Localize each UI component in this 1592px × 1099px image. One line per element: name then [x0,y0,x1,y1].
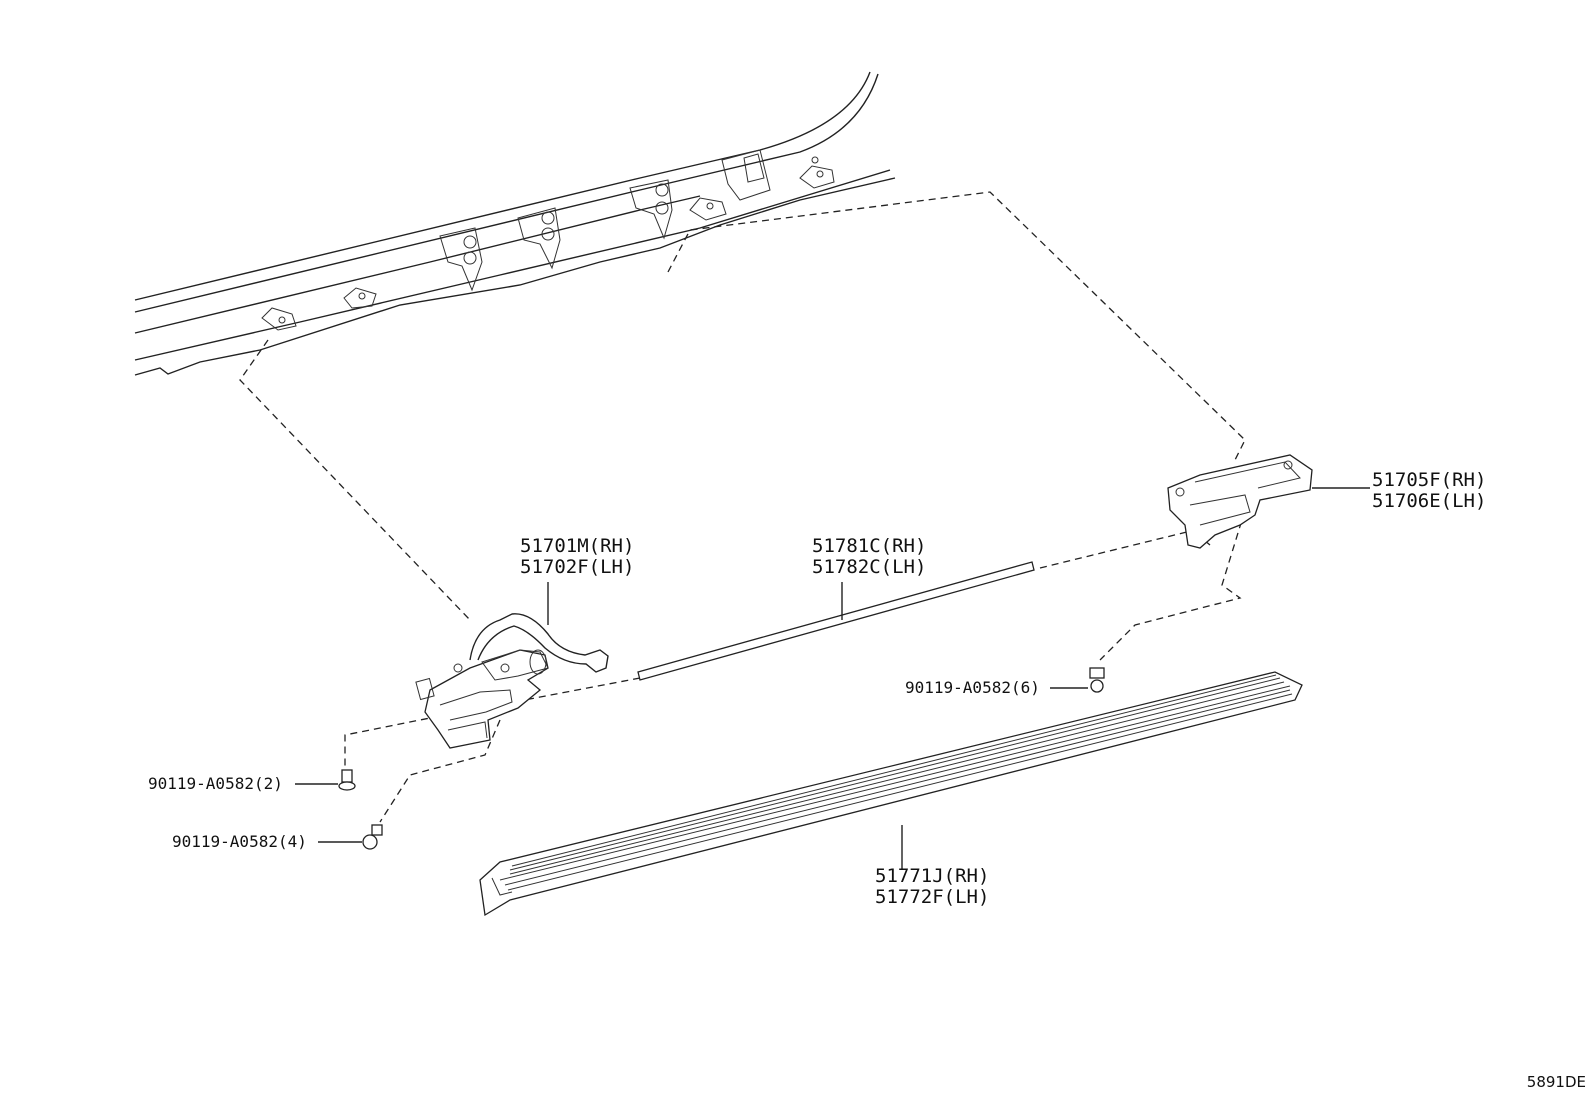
bolt-6 [1089,667,1105,693]
step-motor-assembly [415,613,609,749]
rod-part-rh: 51781C(RH) [812,535,927,557]
bracket-part-rh: 51705F(RH) [1372,469,1487,491]
rocker-clips [261,149,835,331]
step-part-label: 51771J(RH) 51772F(LH) [875,866,989,908]
bracket-part-label: 51705F(RH) 51706E(LH) [1372,470,1486,512]
step-part-lh: 51772F(LH) [875,886,990,908]
bolt-2-label: 90119-A0582(2) [148,774,283,793]
bolt-6-label: 90119-A0582(6) [905,678,1040,697]
bolt-4-label: 90119-A0582(4) [172,832,307,851]
bolt-2 [338,769,356,791]
step-part-rh: 51771J(RH) [875,865,990,887]
running-board [479,671,1303,917]
motor-part-lh: 51702F(LH) [520,556,635,578]
motor-part-label: 51701M(RH) 51702F(LH) [520,536,634,578]
diagram-code: 5891DE [1526,1073,1586,1091]
assembly-lines [239,191,1246,823]
bracket-part-lh: 51706E(LH) [1372,490,1487,512]
motor-part-rh: 51701M(RH) [520,535,635,557]
step-bracket [1167,454,1313,549]
drive-rod [637,561,1035,681]
leader-lines [295,487,1370,870]
rocker-panel [134,71,896,376]
rod-part-lh: 51782C(LH) [812,556,927,578]
rod-part-label: 51781C(RH) 51782C(LH) [812,536,926,578]
bolt-4 [362,824,383,850]
